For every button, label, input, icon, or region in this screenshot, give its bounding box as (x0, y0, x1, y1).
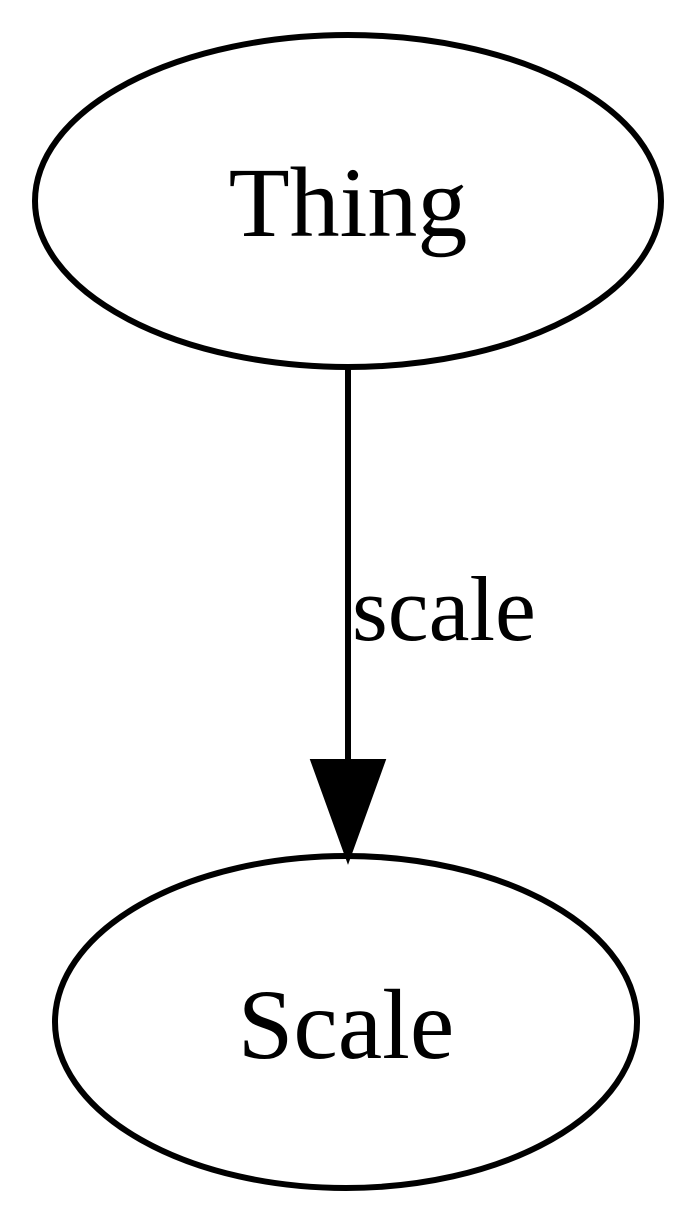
arrowhead-icon (309, 759, 387, 865)
node-thing[interactable]: Thing (32, 32, 664, 370)
node-scale-ellipse (52, 853, 640, 1191)
node-thing-ellipse (32, 32, 664, 370)
edge-thing-to-scale[interactable]: scale (309, 368, 536, 865)
edge-label: scale (352, 558, 536, 660)
node-scale-label: Scale (238, 969, 455, 1080)
node-thing-label: Thing (229, 147, 468, 258)
node-scale[interactable]: Scale (52, 853, 640, 1191)
